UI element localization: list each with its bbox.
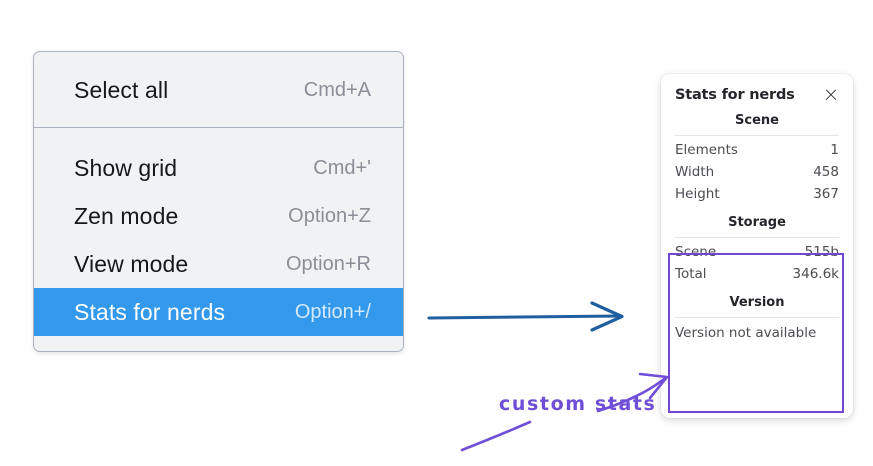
menu-item-shortcut: Cmd+': [313, 156, 371, 179]
stat-key: Height: [675, 186, 720, 202]
stats-panel-header: Stats for nerds: [661, 74, 853, 103]
menu-item-stats-for-nerds[interactable]: Stats for nerds Option+/: [34, 288, 403, 336]
stat-value: 1: [830, 142, 839, 158]
section-rule: [675, 237, 839, 238]
menu-bottom-padding: [34, 336, 403, 351]
menu-item-label: Zen mode: [74, 202, 179, 229]
menu-item-select-all[interactable]: Select all Cmd+A: [34, 66, 403, 114]
menu-divider: [34, 127, 403, 128]
menu-item-label: Show grid: [74, 154, 178, 181]
menu-item-view-mode[interactable]: View mode Option+R: [34, 240, 403, 288]
menu-group-top: Select all Cmd+A: [34, 52, 403, 127]
section-title-version: Version: [729, 295, 785, 310]
stats-panel-title: Stats for nerds: [675, 87, 795, 103]
menu-item-zen-mode[interactable]: Zen mode Option+Z: [34, 192, 403, 240]
close-icon[interactable]: [823, 88, 838, 103]
stat-row-scene-storage: Scene 515b: [675, 241, 839, 263]
menu-item-label: Stats for nerds: [74, 298, 226, 325]
custom-stats-annotation-label: custom stats: [499, 393, 657, 415]
stat-value: 458: [813, 164, 839, 180]
section-title-storage: Storage: [728, 215, 786, 230]
menu-item-shortcut: Option+Z: [288, 204, 371, 227]
version-not-available-text: Version not available: [675, 325, 817, 341]
stat-key: Scene: [675, 244, 717, 260]
menu-item-shortcut: Option+/: [294, 300, 371, 323]
menu-item-shortcut: Cmd+A: [303, 78, 371, 101]
menu-group-bottom: Show grid Cmd+' Zen mode Option+Z View m…: [34, 128, 403, 351]
section-rule: [675, 135, 839, 136]
stat-key: Elements: [675, 142, 738, 158]
underline-stroke-icon: [460, 420, 532, 452]
arrow-right-icon: [427, 301, 624, 332]
menu-item-label: Select all: [74, 76, 169, 103]
stat-key: Width: [675, 164, 715, 180]
section-title-scene: Scene: [735, 113, 779, 128]
stat-row-total-storage: Total 346.6k: [675, 263, 839, 285]
menu-item-label: View mode: [74, 250, 189, 277]
stat-value: 515b: [804, 244, 839, 260]
stats-panel-body: Scene Elements 1 Width 458 Height 367 St…: [661, 103, 853, 343]
arrow-up-right-icon: [596, 372, 669, 413]
stat-row-height: Height 367: [675, 183, 839, 205]
stat-value: 346.6k: [792, 266, 839, 282]
stat-value: 367: [813, 186, 839, 202]
stats-for-nerds-panel: Stats for nerds Scene Elements 1 Width 4…: [661, 74, 853, 418]
section-rule: [675, 317, 839, 318]
menu-item-show-grid[interactable]: Show grid Cmd+': [34, 144, 403, 192]
stat-row-elements: Elements 1: [675, 139, 839, 161]
stat-row-width: Width 458: [675, 161, 839, 183]
menu-item-shortcut: Option+R: [285, 252, 371, 275]
stat-key: Total: [675, 266, 707, 282]
context-menu[interactable]: Select all Cmd+A Show grid Cmd+' Zen mod…: [33, 51, 404, 352]
